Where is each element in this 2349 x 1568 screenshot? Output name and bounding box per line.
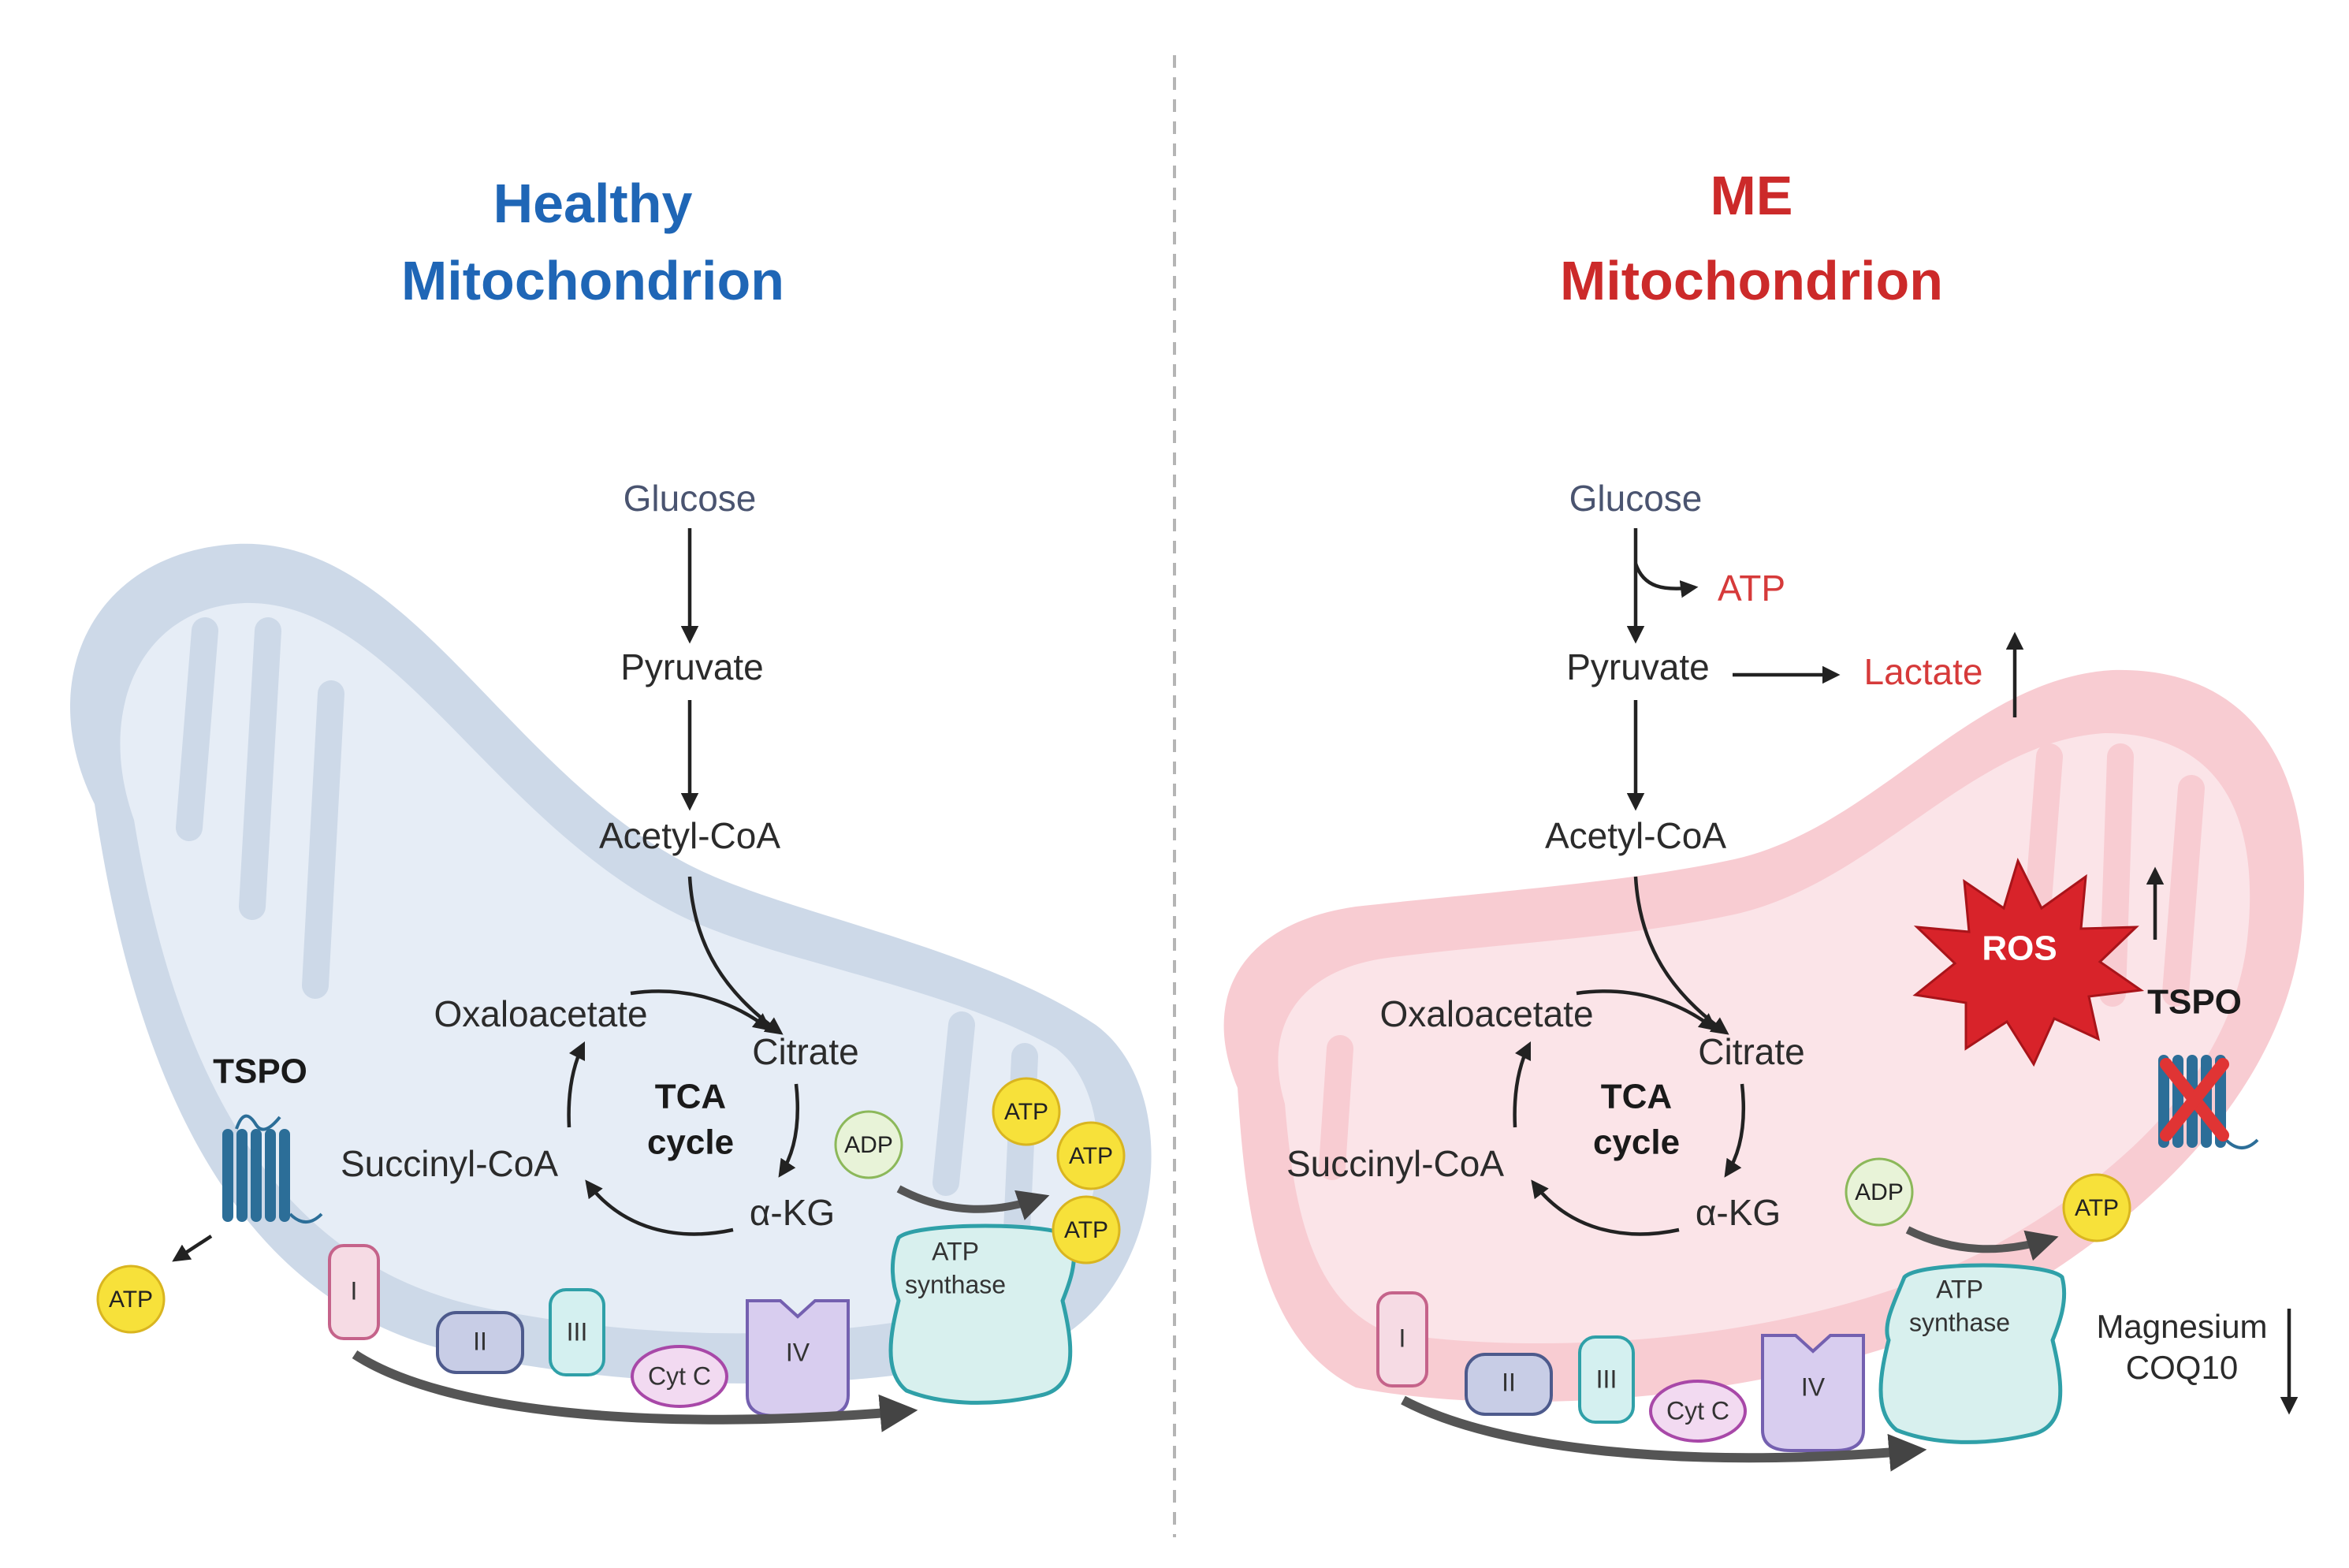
me-lactate: Lactate [1864,651,1983,692]
me-atp-synthase: ATP synthase [1878,1263,2067,1444]
me-cyt-c: Cyt C [1649,1380,1747,1443]
me-glucose: Glucose [1569,478,1703,519]
svg-text:ROS: ROS [1982,929,2057,968]
svg-text:Cyt C: Cyt C [1666,1396,1729,1425]
healthy-arrow-tspo-atp [172,1235,213,1262]
svg-text:synthase: synthase [1909,1308,2010,1336]
healthy-electron-flow-arrow [352,1350,918,1432]
svg-text:II: II [1502,1368,1516,1396]
healthy-atp-2: ATP [1056,1121,1126,1190]
healthy-complex-ii: II [436,1311,524,1374]
svg-text:II: II [473,1327,487,1355]
me-adp: ADP [1845,1157,1914,1227]
me-electron-flow-arrow [1401,1395,1927,1472]
healthy-acetyl-coa: Acetyl-CoA [599,815,780,856]
me-tca-arrow-4 [1513,1041,1532,1128]
svg-text:III: III [1596,1365,1617,1393]
me-tca-line1: TCA [1601,1078,1672,1116]
me-panel: ME Mitochondrion Glucose ATP Pyruvate La… [1223,165,2304,1472]
svg-text:ATP: ATP [1064,1217,1108,1243]
svg-text:ATP: ATP [1069,1143,1113,1169]
svg-text:synthase: synthase [905,1270,1006,1298]
me-tspo-label: TSPO [2147,983,2242,1022]
svg-text:ATP: ATP [2075,1195,2119,1221]
healthy-pyruvate: Pyruvate [620,646,764,687]
me-title-line2: Mitochondrion [1560,250,1943,311]
svg-text:Cyt C: Cyt C [648,1361,711,1390]
svg-text:ATP: ATP [932,1237,979,1265]
me-cristae [1319,743,2205,1180]
svg-text:ATP: ATP [1004,1099,1048,1125]
me-oxaloacetate: Oxaloacetate [1379,993,1593,1034]
me-atp-glycolysis: ATP [1718,568,1785,609]
me-akg: α-KG [1696,1192,1781,1233]
me-tca-arrow-2 [1724,1083,1746,1178]
me-arrow-glucose-atp [1633,563,1699,598]
healthy-atp-tspo: ATP [96,1264,166,1334]
healthy-tca-line2: cycle [647,1123,734,1162]
svg-text:IV: IV [786,1338,810,1366]
healthy-panel: Healthy Mitochondrion Glucose Pyruvate A… [69,173,1152,1432]
healthy-title-line2: Mitochondrion [401,250,784,311]
healthy-arrow-adp-atp [896,1185,1050,1220]
svg-text:ADP: ADP [1855,1179,1904,1205]
healthy-oxaloacetate: Oxaloacetate [434,993,647,1034]
me-tspo-blocked-x-icon [2160,1058,2229,1142]
svg-text:ADP: ADP [844,1132,893,1158]
healthy-tspo-protein-icon [222,1114,323,1223]
me-tca-line2: cycle [1593,1123,1680,1162]
healthy-tca-line1: TCA [655,1078,726,1116]
me-citrate: Citrate [1698,1031,1804,1072]
me-ros-burst: ROS [1912,857,2145,1067]
me-mitochondrion-inner [1278,733,2250,1344]
healthy-complex-iii: III [549,1288,605,1376]
me-pyruvate: Pyruvate [1566,646,1710,687]
healthy-complex-i: I [328,1244,380,1340]
svg-text:IV: IV [1801,1372,1826,1401]
healthy-akg: α-KG [750,1192,835,1233]
svg-text:I: I [351,1276,358,1305]
me-coq10: COQ10 [2126,1349,2238,1386]
me-tca-arrow-1 [1576,989,1718,1031]
healthy-tspo-label: TSPO [213,1052,307,1091]
healthy-adp: ADP [834,1110,903,1179]
me-atp-1: ATP [2062,1173,2131,1242]
healthy-cyt-c: Cyt C [631,1345,728,1408]
me-complex-iv: IV [1761,1334,1865,1452]
svg-text:ATP: ATP [1936,1275,1983,1303]
healthy-succinyl-coa: Succinyl-CoA [341,1143,558,1184]
svg-text:ATP: ATP [109,1287,153,1313]
healthy-complex-iv: IV [746,1299,850,1417]
healthy-glucose: Glucose [624,478,757,519]
healthy-atp-synthase: ATP synthase [888,1223,1077,1405]
healthy-tca-arrow-4 [567,1041,586,1128]
healthy-atp-3: ATP [1052,1195,1121,1264]
me-magnesium: Magnesium [2096,1308,2267,1345]
me-title-line1: ME [1711,165,1793,226]
me-complex-ii: II [1465,1353,1553,1416]
healthy-tca-arrow-1 [630,989,772,1031]
me-acetyl-coa: Acetyl-CoA [1545,815,1726,856]
healthy-tca-arrow-3 [585,1179,734,1236]
healthy-citrate: Citrate [752,1031,858,1072]
me-tca-arrow-3 [1531,1179,1680,1236]
me-complex-i: I [1376,1291,1428,1387]
me-arrow-adp-atp [1905,1226,2059,1261]
svg-text:III: III [567,1317,588,1346]
healthy-tca-arrow-2 [778,1083,800,1178]
me-complex-iii: III [1578,1335,1635,1424]
svg-text:I: I [1399,1324,1406,1352]
healthy-title-line1: Healthy [493,173,693,234]
healthy-atp-1: ATP [992,1077,1061,1146]
me-succinyl-coa: Succinyl-CoA [1286,1143,1504,1184]
